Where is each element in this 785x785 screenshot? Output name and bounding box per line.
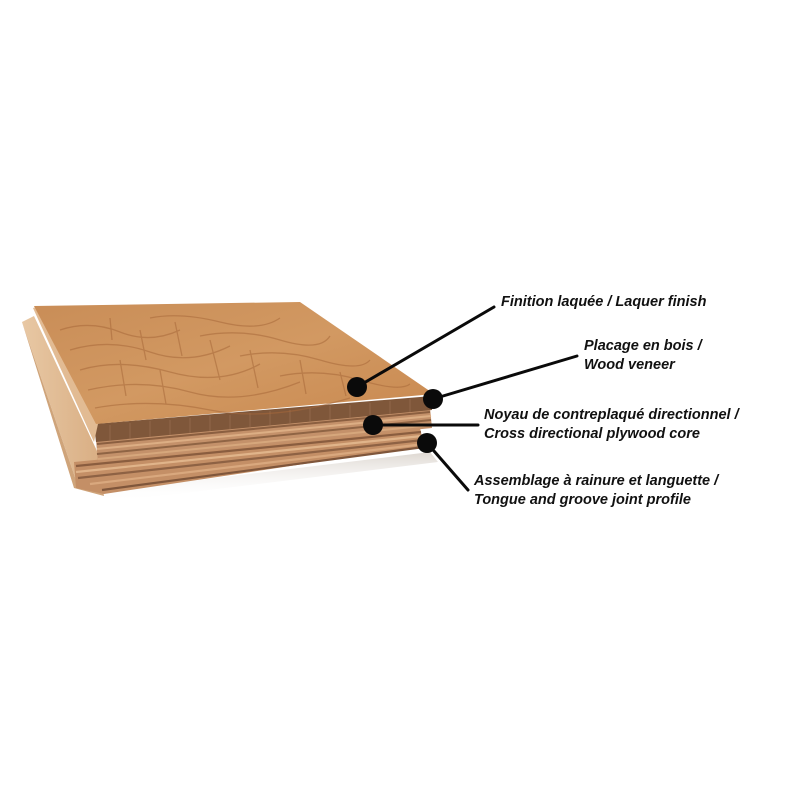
callout-line-joint xyxy=(425,441,470,492)
top-surface xyxy=(34,302,434,424)
callout-dot-lacquer xyxy=(347,377,367,397)
label-lacquer-finish: Finition laquée / Laquer finish xyxy=(501,293,706,312)
callout-line-lacquer xyxy=(355,305,496,389)
core-lower-stripes xyxy=(75,430,425,492)
label-tongue-groove: Assemblage à rainure et languette / Tong… xyxy=(474,472,718,510)
callout-dot-veneer xyxy=(423,389,443,409)
label-veneer-line1: Placage en bois / xyxy=(584,338,702,354)
callout-dots xyxy=(347,377,443,453)
callout-lines xyxy=(355,305,579,492)
veneer-end-grain xyxy=(109,399,411,441)
board-left-edge xyxy=(33,306,98,442)
label-joint-line1: Assemblage à rainure et languette / xyxy=(474,473,719,489)
label-core-line2: Cross directional plywood core xyxy=(484,426,700,442)
tongue-side xyxy=(22,316,104,486)
label-lacquer-line1: Finition laquée / Laquer finish xyxy=(501,294,707,310)
callout-dot-joint xyxy=(417,433,437,453)
callout-dot-core xyxy=(363,415,383,435)
label-core-line1: Noyau de contreplaqué directionnel / xyxy=(484,407,739,423)
plank-shadow xyxy=(100,452,438,502)
label-veneer-line2: Wood veneer xyxy=(584,357,675,373)
label-wood-veneer: Placage en bois / Wood veneer xyxy=(584,337,702,375)
core-upper-face xyxy=(96,408,432,462)
veneer-edge xyxy=(94,396,432,442)
callout-line-veneer xyxy=(431,354,579,401)
label-plywood-core: Noyau de contreplaqué directionnel / Cro… xyxy=(484,406,739,444)
label-joint-line2: Tongue and groove joint profile xyxy=(474,492,691,508)
